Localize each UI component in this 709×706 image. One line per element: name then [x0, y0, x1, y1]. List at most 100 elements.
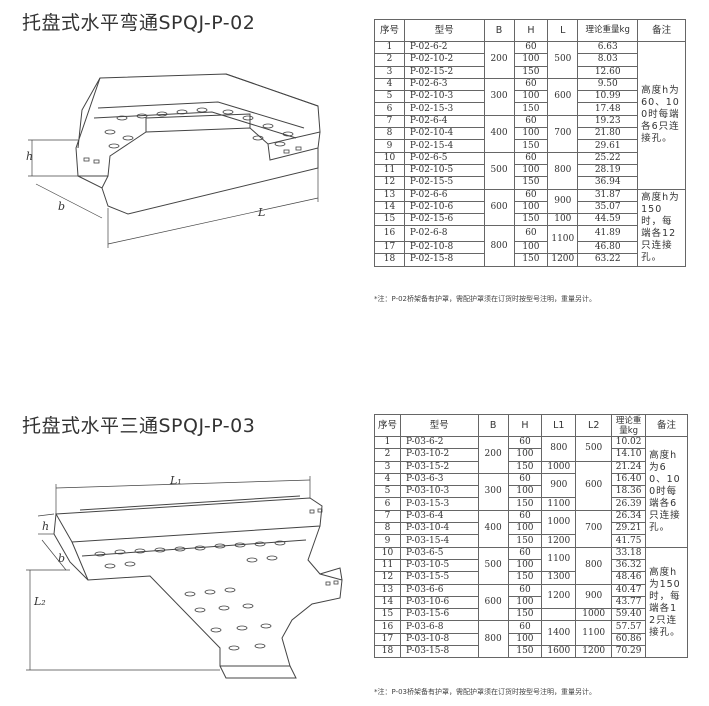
- table-cell: 7: [374, 114, 405, 129]
- table-cell: 7: [374, 509, 401, 524]
- table-cell: 36.94: [577, 176, 639, 190]
- table-cell: 800: [575, 546, 613, 585]
- table-cell: 300: [477, 472, 509, 511]
- table-cell: 200: [483, 41, 515, 79]
- col-header-h: H: [507, 414, 543, 437]
- table-cell: 400: [477, 509, 509, 548]
- dim-label-b: b: [58, 552, 65, 565]
- table-cell: 600: [483, 188, 515, 227]
- connection-holes: [83, 107, 302, 164]
- table-cell: 40.47: [611, 583, 647, 597]
- table-cell: 31.87: [577, 188, 639, 202]
- table-cell: P-03-6-5: [399, 546, 479, 560]
- table-cell: 500: [483, 151, 515, 190]
- table-cell: 44.59: [577, 213, 639, 227]
- col-header-b: B: [483, 19, 515, 42]
- table-cell: P-02-10-5: [403, 163, 485, 178]
- table-cell: 12: [374, 571, 401, 585]
- table-cell: P-02-15-4: [403, 139, 485, 153]
- table-cell: 9: [374, 139, 405, 153]
- table-cell: 26.39: [611, 497, 647, 511]
- table-cell: 800: [541, 436, 577, 462]
- table-cell: P-02-10-8: [403, 240, 485, 255]
- table-cell: 41.75: [611, 534, 647, 548]
- section-title-elbow: 托盘式水平弯通SPQJ-P-02: [22, 12, 256, 34]
- table-cell: P-02-15-8: [403, 253, 485, 267]
- table-cell: 60: [513, 114, 549, 129]
- table-cell: 150: [513, 139, 549, 153]
- table-cell: 14: [374, 595, 401, 610]
- table-cell: 1100: [547, 225, 579, 255]
- table-cell: 500: [547, 41, 579, 79]
- col-header-b: B: [477, 414, 509, 437]
- table-cell: 2: [374, 53, 405, 67]
- table-cell: 150: [513, 253, 549, 267]
- table-cell: 800: [483, 225, 515, 267]
- table-cell: 9: [374, 534, 401, 548]
- table-cell: 300: [483, 77, 515, 116]
- table-cell: 8: [374, 522, 401, 536]
- table-cell: 6: [374, 102, 405, 116]
- table-cell: P-03-6-6: [399, 583, 479, 597]
- table-cell: 15: [374, 213, 405, 227]
- dim-label-h: h: [26, 150, 33, 163]
- table-cell: P-03-15-6: [399, 608, 479, 622]
- table-cell: 60: [513, 151, 549, 165]
- table-cell: 1000: [575, 608, 613, 622]
- table-cell: 150: [507, 460, 543, 474]
- table-cell: 60: [513, 188, 549, 202]
- table-cell: 150: [507, 571, 543, 585]
- table-cell: 200: [477, 436, 509, 474]
- table-cell: 4: [374, 472, 401, 487]
- table-cell: 900: [547, 188, 579, 215]
- table-cell: 12: [374, 176, 405, 190]
- table-cell: 3: [374, 65, 405, 79]
- table-cell: 800: [477, 620, 509, 659]
- table-cell: 5: [374, 90, 405, 104]
- tee-outline: [53, 495, 343, 679]
- table-cell: P-02-10-3: [403, 90, 485, 104]
- table-cell: 17: [374, 632, 401, 647]
- table-cell: 41.89: [577, 225, 639, 242]
- table-cell: 1100: [541, 546, 577, 573]
- table-cell: P-03-10-6: [399, 595, 479, 610]
- footnote-tee: *注：P-03桥架备有护罩，需配护罩须在订货时按型号注明，重量另计。: [374, 688, 596, 696]
- table-cell: 150: [507, 534, 543, 548]
- table-cell: P-03-15-5: [399, 571, 479, 585]
- col-header-weight: 理论重量kg: [577, 19, 639, 42]
- dim-label-l1: L₁: [169, 474, 182, 487]
- dim-label-l2: L₂: [33, 595, 46, 608]
- col-header-weight: 理论重量kg: [611, 414, 647, 437]
- table-cell: 13: [374, 583, 401, 597]
- table-cell: 48.46: [611, 571, 647, 585]
- table-cell: 60: [513, 225, 549, 242]
- table-cell: 1100: [575, 620, 613, 647]
- table-cell: P-02-15-5: [403, 176, 485, 190]
- table-cell: 150: [507, 608, 543, 622]
- remark-note-150: 高度h为150时，每端各12只连接孔。: [645, 546, 688, 659]
- table-cell: P-02-6-4: [403, 114, 485, 129]
- table-cell: P-03-15-4: [399, 534, 479, 548]
- table-cell: P-02-15-2: [403, 65, 485, 79]
- table-cell: 60: [507, 509, 543, 524]
- table-cell: 10.02: [611, 435, 647, 450]
- table-cell: P-03-6-3: [399, 472, 479, 487]
- table-cell: 60: [507, 472, 543, 487]
- table-cell: 18: [374, 253, 405, 267]
- table-cell: 600: [477, 583, 509, 622]
- table-cell: P-03-15-3: [399, 497, 479, 511]
- table-cell: 1200: [547, 253, 579, 267]
- table-cell: 100: [513, 200, 549, 215]
- table-cell: 16.40: [611, 472, 647, 487]
- table-cell: P-03-6-2: [399, 435, 479, 450]
- table-cell: P-03-10-3: [399, 485, 479, 499]
